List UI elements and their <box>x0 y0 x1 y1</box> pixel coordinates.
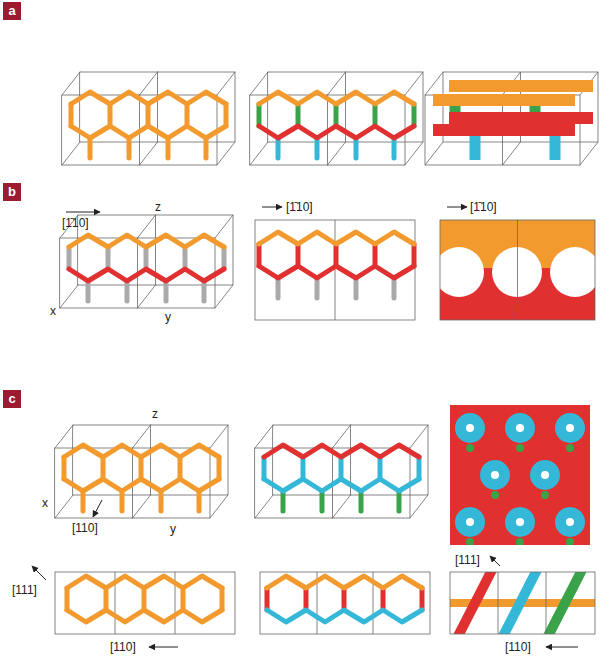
direction-label: [1̄10] <box>470 200 497 214</box>
direction-label: [1̄10] <box>62 216 89 230</box>
direction-label: [110] <box>72 521 98 535</box>
axis-label: z <box>152 407 158 421</box>
axis-label: z <box>155 200 161 214</box>
direction-label: [110] <box>110 640 136 654</box>
axis-label: y <box>170 522 176 536</box>
direction-label: [111] <box>455 553 480 567</box>
panel-letter-box: c <box>3 390 21 408</box>
direction-label: [111] <box>12 583 37 597</box>
axis-label: x <box>50 304 56 318</box>
panel-letter-box: a <box>3 2 21 20</box>
panel-letter: a <box>8 3 15 18</box>
direction-label: [110] <box>505 640 531 654</box>
panel-letter-box: b <box>3 183 21 201</box>
direction-label: [1̄10] <box>286 200 313 214</box>
axis-label: y <box>165 310 171 324</box>
panel-letter: c <box>8 391 15 406</box>
axis-label: x <box>42 496 48 510</box>
panel-letter: b <box>8 184 16 199</box>
